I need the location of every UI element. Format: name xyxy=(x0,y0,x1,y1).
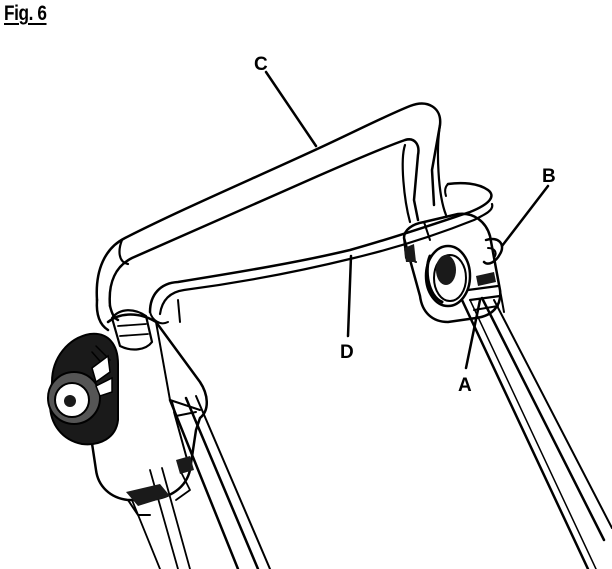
leader-c xyxy=(264,70,318,148)
left-knob-assembly xyxy=(47,309,208,516)
callout-a: A xyxy=(458,375,472,396)
upper-handle-bar xyxy=(95,102,448,332)
callout-c: C xyxy=(254,54,268,75)
leader-d xyxy=(346,254,353,338)
right-handle-tubes xyxy=(460,296,612,569)
left-handle-tubes xyxy=(131,395,271,569)
leader-b xyxy=(500,184,550,248)
callout-d: D xyxy=(340,342,354,363)
leader-lines xyxy=(264,70,550,370)
right-knob-assembly xyxy=(402,212,505,324)
leader-a xyxy=(464,298,482,370)
callout-b: B xyxy=(542,166,556,187)
figure-title: Fig. 6 xyxy=(4,2,47,25)
